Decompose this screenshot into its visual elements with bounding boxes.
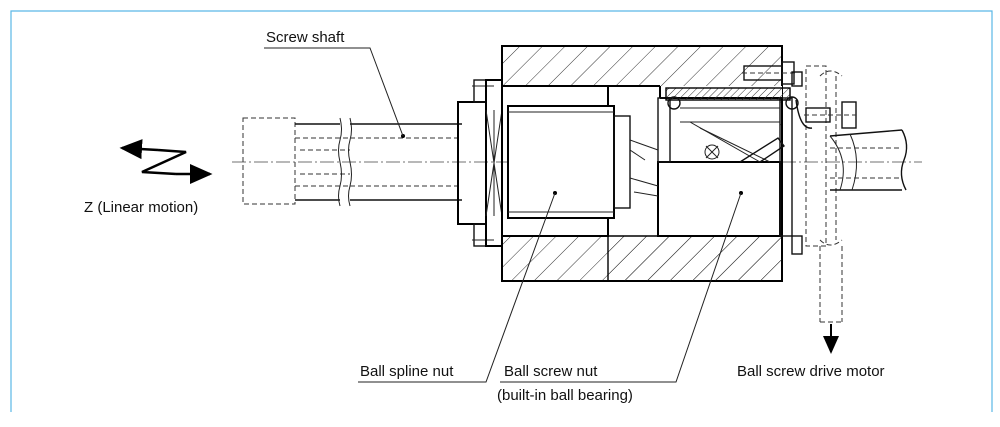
figure-frame — [10, 10, 993, 412]
label-drive-motor: Ball screw drive motor — [737, 363, 885, 380]
screw-shaft-right — [829, 129, 908, 191]
label-linear-motion: Z (Linear motion) — [84, 199, 198, 216]
label-built-in-bearing: (built-in ball bearing) — [497, 387, 633, 404]
ball-spline-nut — [507, 105, 631, 219]
label-screw-shaft: Screw shaft — [266, 29, 345, 46]
drive-pulley — [791, 65, 857, 323]
spline-flange — [457, 79, 503, 247]
top-bolt — [742, 61, 798, 85]
label-ball-spline-nut: Ball spline nut — [360, 363, 454, 380]
label-ball-screw-nut: Ball screw nut — [504, 363, 598, 380]
leader-lines — [264, 47, 742, 383]
linear-motion-arrow-icon — [119, 139, 213, 184]
ball-screw-nut — [629, 87, 799, 237]
shaft-end-block-dashed — [242, 117, 350, 205]
